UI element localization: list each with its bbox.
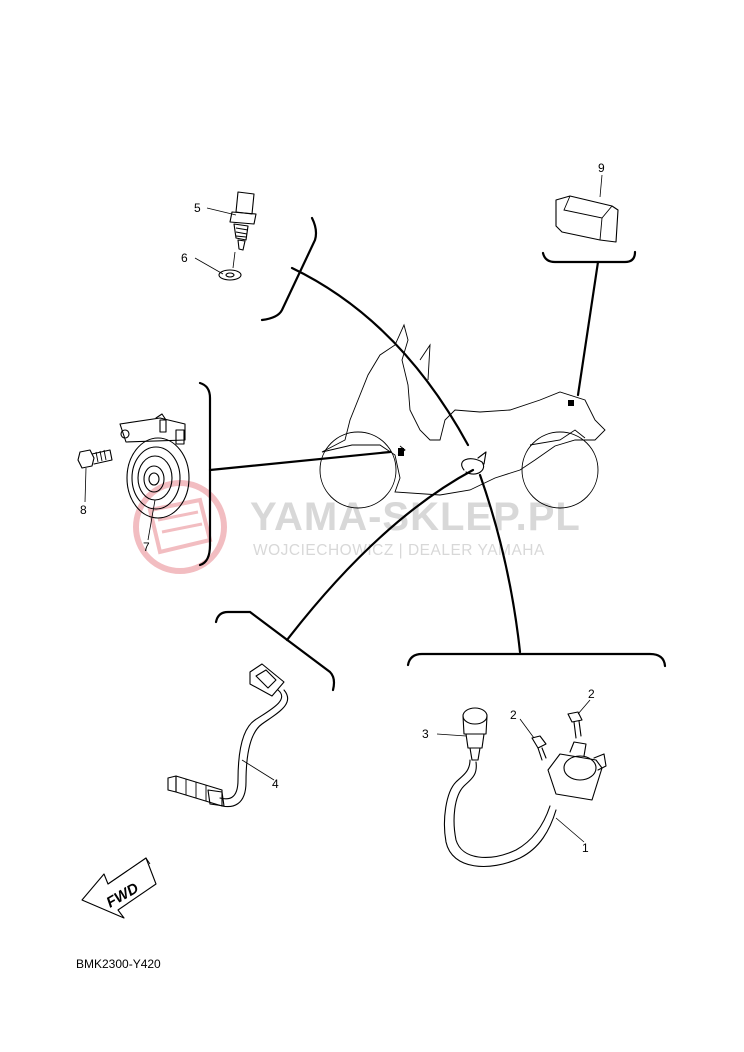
callout-2a: 2 [510,708,517,722]
callout-1: 1 [582,841,589,855]
diagram-code: BMK2300-Y420 [76,957,161,971]
temperature-sensor-icon [229,191,257,251]
connector-lines [208,260,600,654]
ignition-coil-icon [443,741,607,868]
leader-lines [84,174,603,843]
frame-clamp-icon [398,400,574,475]
bolt-icon [77,449,113,469]
callout-2b: 2 [588,687,595,701]
callout-3: 3 [422,727,429,741]
callout-4: 4 [272,777,279,791]
screw-icon [567,711,583,739]
watermark-title: YAMA-SKLEP.PL [250,495,581,539]
horn-icon [119,413,190,519]
callout-9: 9 [598,161,605,175]
o2-sensor-icon [167,663,289,808]
callout-5: 5 [194,201,201,215]
bracket-part9-group [541,250,637,264]
bracket-ignition-group [406,652,667,668]
bracket-horn-group [198,381,212,567]
fwd-arrow-icon: FWD [81,857,157,919]
callout-8: 8 [80,503,87,517]
control-module-icon [555,195,619,243]
washer-icon [218,251,242,281]
motorcycle-silhouette-icon [319,323,606,509]
bracket-sensor-group [260,216,318,322]
spark-plug-cap-icon [462,707,488,761]
callout-6: 6 [181,251,188,265]
bracket-o2-group [214,610,336,692]
callout-7: 7 [143,540,150,554]
screw-icon [531,735,547,761]
watermark-subtitle: WOJCIECHOWICZ | DEALER YAMAHA [253,542,545,559]
